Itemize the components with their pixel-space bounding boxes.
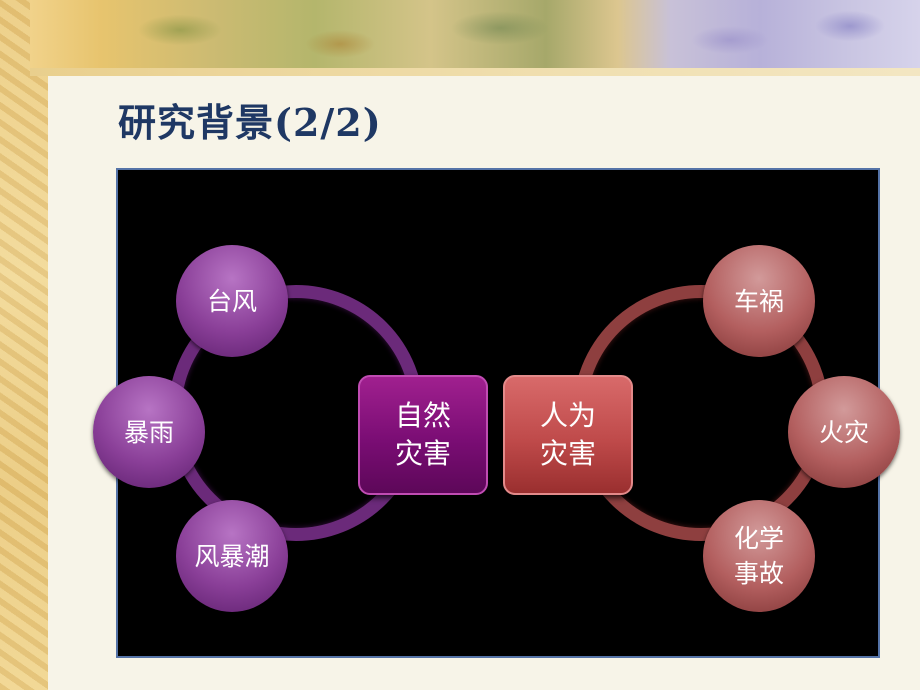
hub-natural-line1: 自然 [394, 399, 451, 433]
node-typhoon-label: 台风 [206, 286, 257, 316]
hub-natural-disaster: 自然 灾害 [358, 375, 488, 495]
hub-human-disaster: 人为 灾害 [503, 375, 633, 495]
slide-title: 研究背景(2/2) [118, 100, 382, 145]
node-fire-label: 火灾 [818, 417, 869, 447]
hub-natural-line2: 灾害 [394, 437, 451, 470]
node-chemical-line2: 事故 [733, 559, 784, 588]
node-chemical-line1: 化学 [733, 524, 784, 553]
decorative-left-strip [0, 0, 48, 690]
node-chemical-accident: 化学 事故 [703, 500, 815, 612]
hub-human-line2: 灾害 [539, 437, 596, 470]
node-typhoon: 台风 [176, 245, 288, 357]
node-storm-surge-label: 风暴潮 [194, 541, 270, 571]
node-car-accident-label: 车祸 [733, 286, 784, 316]
node-car-accident: 车祸 [703, 245, 815, 357]
hub-human-line1: 人为 [539, 399, 596, 433]
node-rainstorm-label: 暴雨 [123, 417, 174, 447]
node-storm-surge: 风暴潮 [176, 500, 288, 612]
disaster-diagram-panel: 台风 暴雨 风暴潮 自然 灾害 人为 灾害 车祸 火灾 化学 事故 [93, 168, 900, 658]
node-rainstorm: 暴雨 [93, 376, 205, 488]
decorative-header-band [30, 0, 920, 76]
node-fire: 火灾 [788, 376, 900, 488]
